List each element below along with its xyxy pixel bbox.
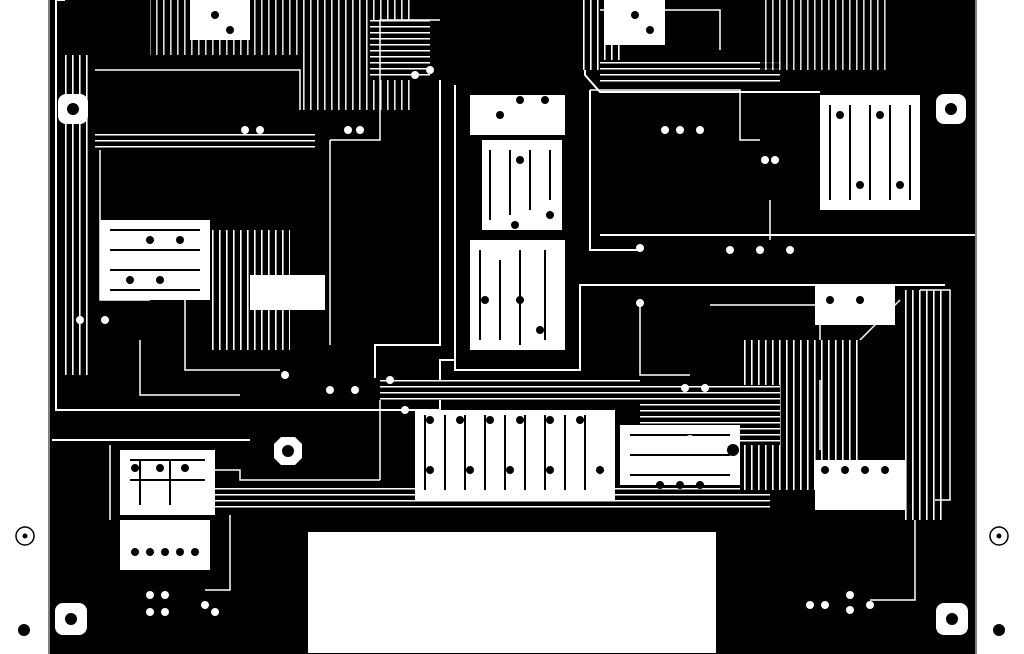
trace-runs [95, 9, 951, 601]
fiducials [15, 526, 1009, 636]
mounting-holes [55, 94, 968, 635]
fiducial-bottom-right [993, 624, 1005, 636]
island-detail [110, 105, 911, 505]
vias [76, 66, 874, 616]
fiducial-bottom-left [18, 624, 30, 636]
connector-cutout [306, 530, 718, 654]
pads [126, 11, 904, 556]
